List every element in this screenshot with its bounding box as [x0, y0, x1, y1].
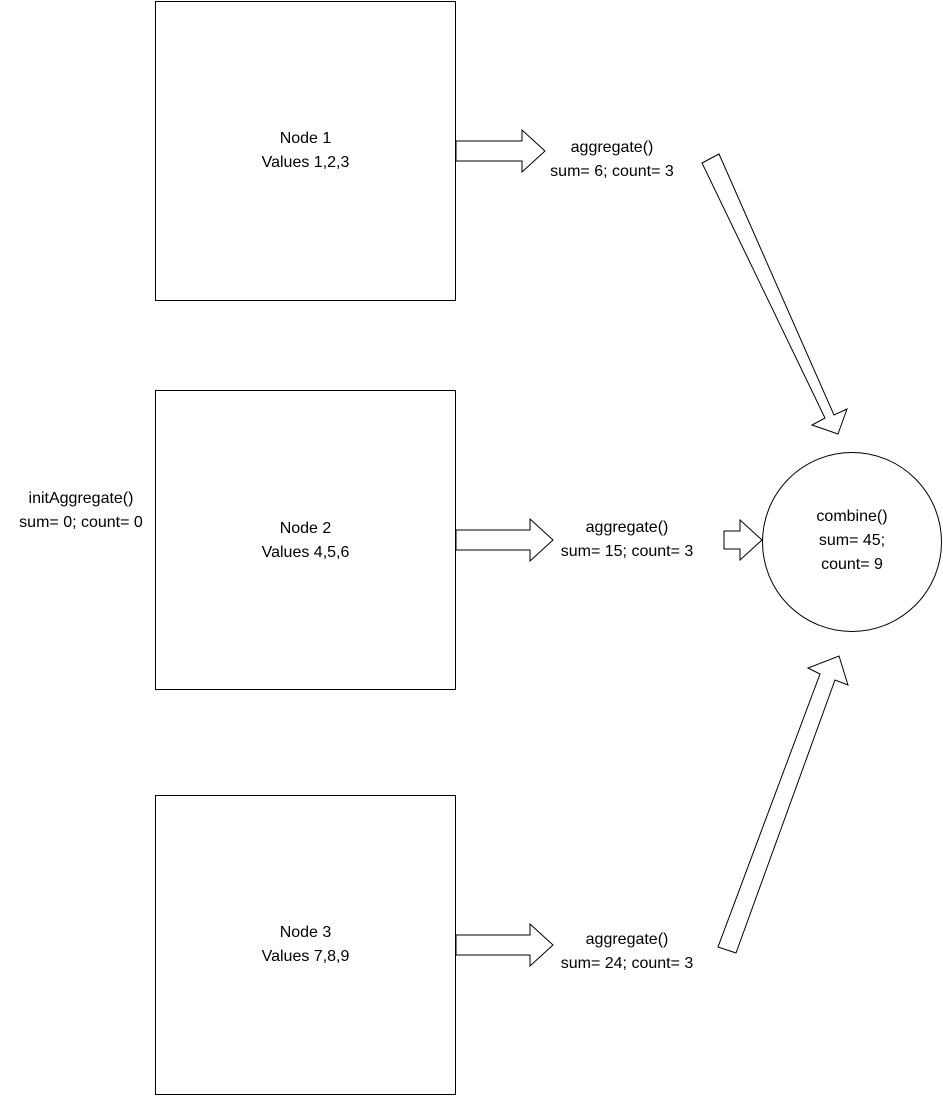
aggregate-1-label: aggregate() sum= 6; count= 3	[532, 136, 692, 184]
aggregate-3-values: sum= 24; count= 3	[560, 955, 694, 972]
arrow-aggregate1-to-combine	[701, 153, 848, 435]
init-aggregate-call: initAggregate()	[28, 490, 134, 507]
node-1-label: Node 1 Values 1,2,3	[155, 127, 456, 175]
aggregate-2-call: aggregate()	[585, 519, 669, 536]
combine-call: combine()	[816, 508, 888, 525]
node-3-values: Values 7,8,9	[261, 948, 350, 965]
combine-sum: sum= 45;	[818, 532, 886, 549]
node-3-box	[155, 795, 456, 1095]
node-2-label: Node 2 Values 4,5,6	[155, 517, 456, 565]
init-aggregate-label: initAggregate() sum= 0; count= 0	[0, 487, 162, 535]
aggregate-2-label: aggregate() sum= 15; count= 3	[545, 516, 709, 564]
arrow-node3-to-aggregate	[455, 922, 554, 968]
init-aggregate-values: sum= 0; count= 0	[19, 514, 143, 531]
node-3-title: Node 3	[279, 924, 332, 941]
node-2-values: Values 4,5,6	[261, 544, 350, 561]
arrow-node1-to-aggregate	[455, 128, 546, 174]
arrow-aggregate2-to-combine	[723, 518, 763, 562]
node-2-title: Node 2	[279, 520, 332, 537]
aggregate-1-call: aggregate()	[570, 139, 654, 156]
node-1-title: Node 1	[279, 130, 332, 147]
arrow-node2-to-aggregate	[455, 517, 554, 563]
aggregate-1-values: sum= 6; count= 3	[550, 163, 674, 180]
aggregate-2-values: sum= 15; count= 3	[560, 543, 694, 560]
combine-count: count= 9	[821, 556, 883, 573]
aggregate-3-label: aggregate() sum= 24; count= 3	[545, 928, 709, 976]
node-3-label: Node 3 Values 7,8,9	[155, 921, 456, 969]
combine-circle	[762, 452, 942, 632]
aggregate-3-call: aggregate()	[585, 931, 669, 948]
combine-label: combine() sum= 45; count= 9	[772, 505, 932, 577]
node-2-box	[155, 390, 456, 690]
node-1-values: Values 1,2,3	[261, 154, 350, 171]
arrow-aggregate3-to-combine	[717, 655, 849, 954]
node-1-box	[155, 1, 456, 301]
